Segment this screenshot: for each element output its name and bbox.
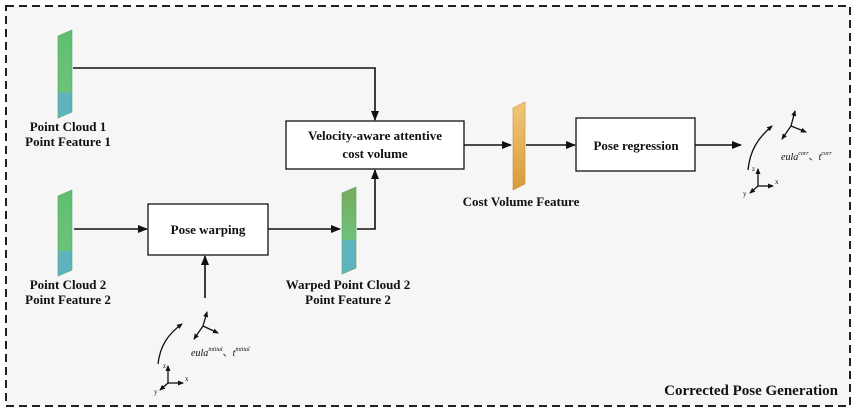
cost-volume-label-line2: cost volume (342, 146, 408, 161)
warped-point-cloud-slab (341, 186, 357, 275)
initial-pose-formula: eulainitial、tinitial (191, 347, 250, 359)
pose-warping-label: Pose warping (171, 222, 246, 237)
initial-axis-z: z (163, 362, 166, 370)
corrected-axis-y: y (743, 190, 747, 198)
pose-warping-box (147, 203, 269, 256)
point-feature-2-label: Point Feature 2 (25, 292, 111, 307)
corrected-pose-formula: eulacorr、tcorr (781, 151, 832, 163)
cost-volume-feature-label: Cost Volume Feature (463, 194, 580, 209)
corrected-axis-x: x (775, 178, 779, 186)
cost-volume-label-line1: Velocity-aware attentive (308, 128, 442, 143)
pose-regression-label: Pose regression (593, 138, 679, 153)
point-cloud-1-slab (57, 29, 73, 119)
point-cloud-2-label: Point Cloud 2 (30, 277, 107, 292)
outer-frame (5, 5, 851, 407)
frame-title: Corrected Pose Generation (664, 383, 838, 399)
pose-regression-box (575, 117, 696, 172)
point-cloud-2-slab (57, 189, 73, 277)
corrected-axis-z: z (752, 165, 755, 173)
warped-point-cloud-label: Warped Point Cloud 2 (286, 277, 411, 292)
arrow-pc1-to-cost-volume (73, 67, 379, 121)
cost-volume-box (285, 120, 465, 170)
point-feature-1-label: Point Feature 1 (25, 134, 111, 149)
initial-axis-y: y (154, 388, 158, 396)
corrected-pose-icon (747, 110, 807, 194)
initial-axis-x: x (185, 375, 189, 383)
point-cloud-1-label: Point Cloud 1 (30, 119, 107, 134)
warped-point-feature-label: Point Feature 2 (305, 292, 391, 307)
initial-pose-icon (157, 311, 219, 391)
arrow-warped-to-cost-volume (357, 169, 379, 230)
cost-volume-feature-slab (512, 101, 526, 191)
connector-arrows (73, 67, 742, 298)
